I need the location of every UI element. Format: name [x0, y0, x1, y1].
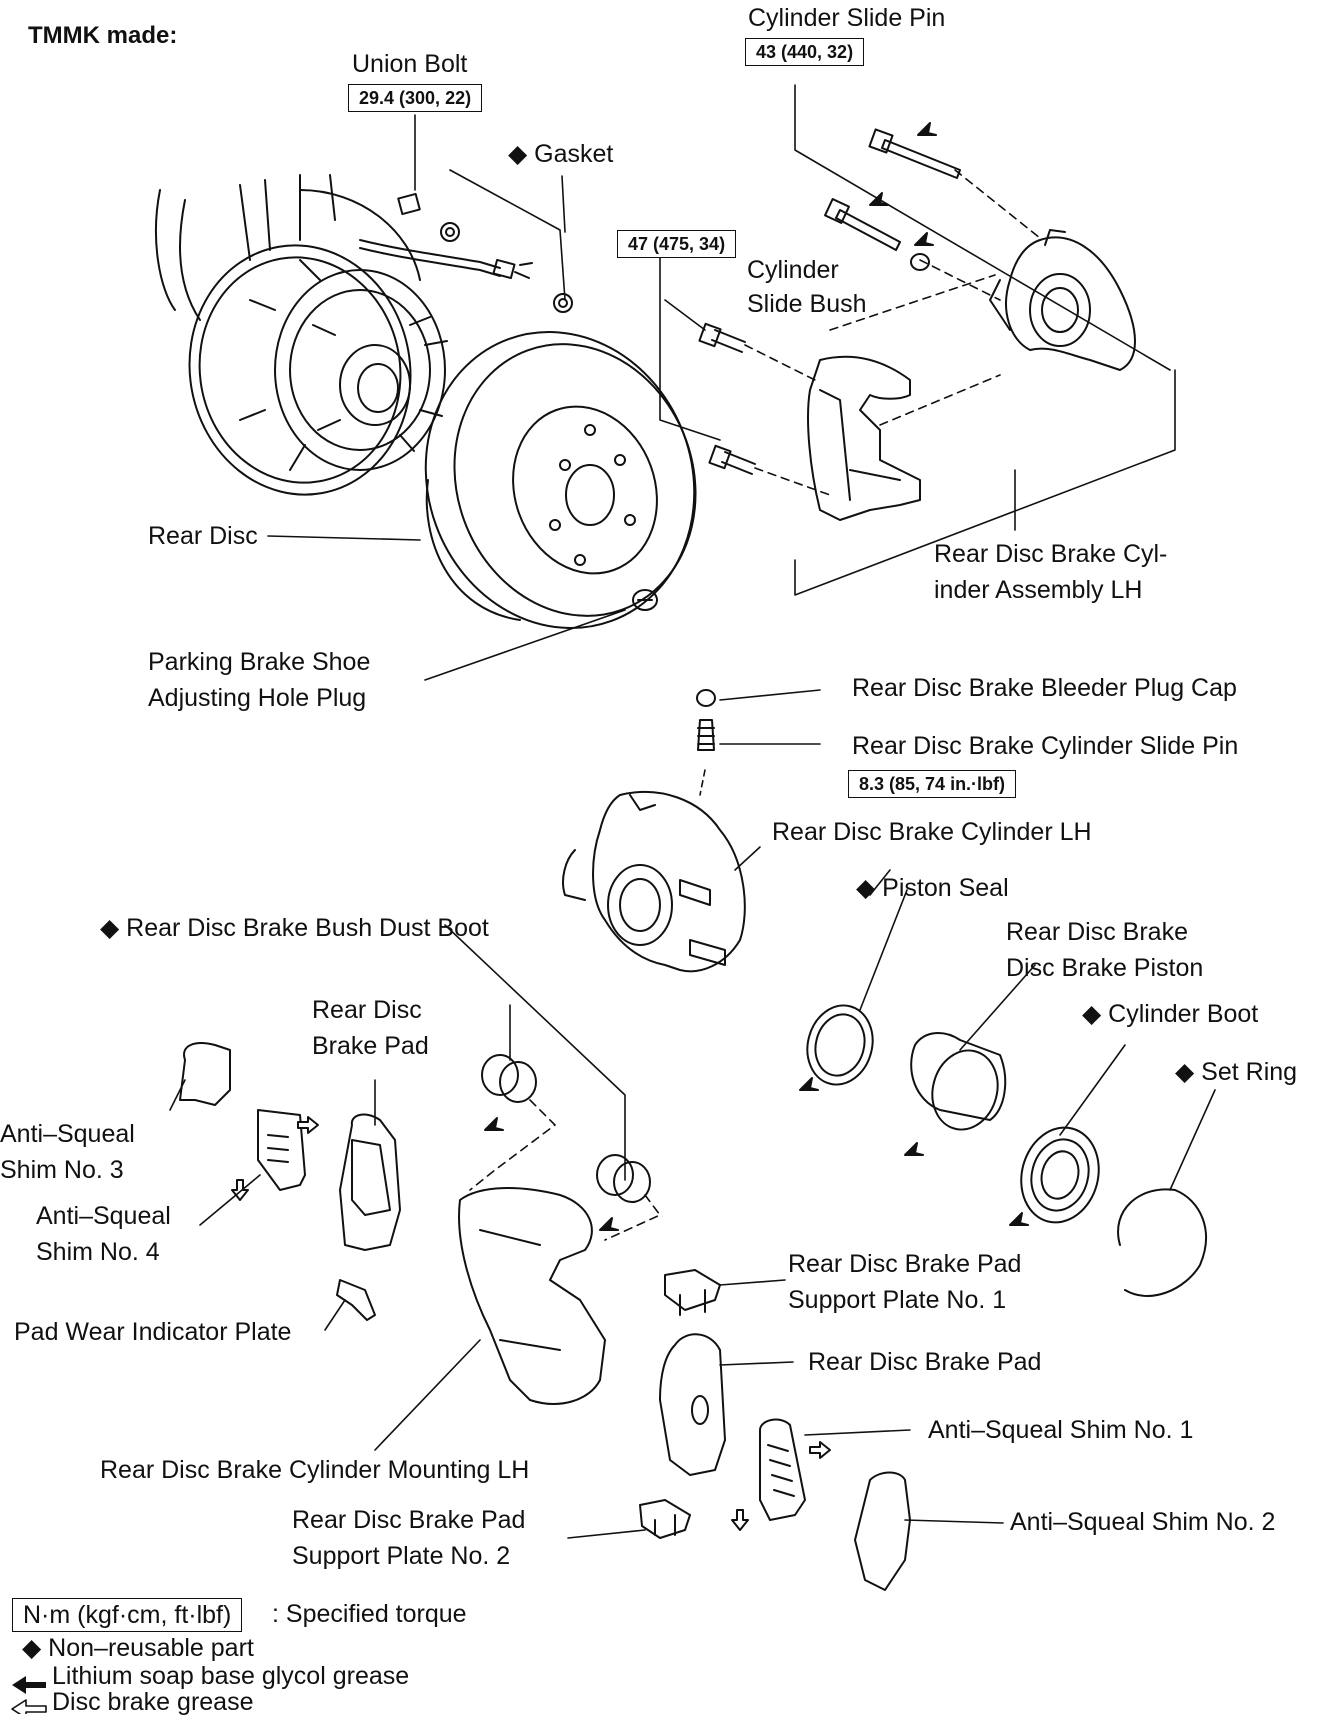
- label-hole-plug-1: Parking Brake Shoe: [148, 648, 371, 676]
- label-mounting: Rear Disc Brake Cylinder Mounting LH: [100, 1456, 530, 1484]
- label-cyl-assembly-1: Rear Disc Brake Cyl-: [934, 540, 1168, 568]
- label-bush-dust-boot: ◆ Rear Disc Brake Bush Dust Boot: [100, 914, 489, 942]
- label-shim3-1: Anti–Squeal: [0, 1120, 135, 1148]
- label-pad-top-2: Brake Pad: [312, 1032, 429, 1060]
- label-support2-1: Rear Disc Brake Pad: [292, 1506, 526, 1534]
- torque-cylinder-slide-pin: 43 (440, 32): [745, 38, 865, 66]
- hole-plug-part: [632, 589, 658, 611]
- legend-lithium: Lithium soap base glycol grease: [52, 1662, 410, 1690]
- torque-bleeder: 8.3 (85, 74 in.·lbf): [848, 770, 1017, 798]
- label-cylinder-lh: Rear Disc Brake Cylinder LH: [772, 818, 1092, 846]
- torque-mount-bolt: 47 (475, 34): [617, 230, 737, 258]
- legend-nonreusable: ◆ Non–reusable part: [22, 1634, 254, 1662]
- label-bleeder-cap: Rear Disc Brake Bleeder Plug Cap: [852, 674, 1237, 702]
- grease-arrows-top: [869, 122, 937, 246]
- label-support2-2: Support Plate No. 2: [292, 1542, 511, 1570]
- legend-disc-arrow: [11, 1699, 47, 1714]
- label-shim3-2: Shim No. 3: [0, 1156, 124, 1184]
- label-union-bolt: Union Bolt: [352, 50, 468, 78]
- label-set-ring: ◆ Set Ring: [1175, 1058, 1298, 1086]
- grease-arrows-lower: [484, 1077, 1029, 1231]
- label-shim2: Anti–Squeal Shim No. 2: [1010, 1508, 1276, 1536]
- label-cylinder-slide-pin: Cylinder Slide Pin: [748, 4, 946, 32]
- label-pad-top-1: Rear Disc: [312, 996, 422, 1024]
- label-piston-2: Disc Brake Piston: [1006, 954, 1204, 982]
- cylinder-lh-part: [562, 790, 746, 973]
- lower-left-parts: [179, 1042, 651, 1405]
- rear-disc: [424, 330, 697, 630]
- lower-right-parts: [639, 1269, 911, 1591]
- bleeder-parts: [696, 689, 716, 796]
- diagram-title: TMMK made:: [28, 22, 178, 49]
- label-cylinder-boot: ◆ Cylinder Boot: [1082, 1000, 1259, 1028]
- piston-parts: [806, 1004, 1207, 1297]
- label-wear-plate: Pad Wear Indicator Plate: [14, 1318, 292, 1346]
- label-pad-right: Rear Disc Brake Pad: [808, 1348, 1042, 1376]
- legend-torque-text: : Specified torque: [272, 1600, 467, 1628]
- label-shim1: Anti–Squeal Shim No. 1: [928, 1416, 1194, 1444]
- legend-torque-box: N·m (kgf·cm, ft·lbf): [12, 1598, 243, 1632]
- label-cylinder-slide-bush-1: Cylinder: [747, 256, 839, 284]
- torque-union-bolt: 29.4 (300, 22): [348, 84, 483, 112]
- legend-lithium-arrow: [12, 1676, 46, 1694]
- backing-plate-hub: [155, 174, 448, 496]
- brake-hose: [359, 239, 533, 280]
- label-piston-1: Rear Disc Brake: [1006, 918, 1188, 946]
- label-shim4-2: Shim No. 4: [36, 1238, 160, 1266]
- label-support1-1: Rear Disc Brake Pad: [788, 1250, 1022, 1278]
- label-gasket: ◆ Gasket: [508, 140, 614, 168]
- dashed-lines-bottom: [469, 1099, 661, 1241]
- label-rear-disc: Rear Disc: [148, 522, 258, 550]
- bracket-lines-top: [659, 84, 1176, 596]
- label-cylinder-slide-bush-2: Slide Bush: [747, 290, 867, 318]
- slide-pins: [698, 128, 961, 475]
- leader-lines: [169, 114, 1216, 1539]
- label-support1-2: Support Plate No. 1: [788, 1286, 1007, 1314]
- label-hole-plug-2: Adjusting Hole Plug: [148, 684, 367, 712]
- union-bolt-part: [397, 192, 573, 313]
- legend-disc-grease: Disc brake grease: [52, 1688, 254, 1716]
- dashed-lines-top: [744, 169, 1041, 496]
- label-bleeder-slide-pin: Rear Disc Brake Cylinder Slide Pin: [852, 732, 1239, 760]
- label-piston-seal: ◆ Piston Seal: [856, 874, 1009, 902]
- label-shim4-1: Anti–Squeal: [36, 1202, 171, 1230]
- label-cyl-assembly-2: inder Assembly LH: [934, 576, 1143, 604]
- caliper-assembly: [807, 229, 1136, 521]
